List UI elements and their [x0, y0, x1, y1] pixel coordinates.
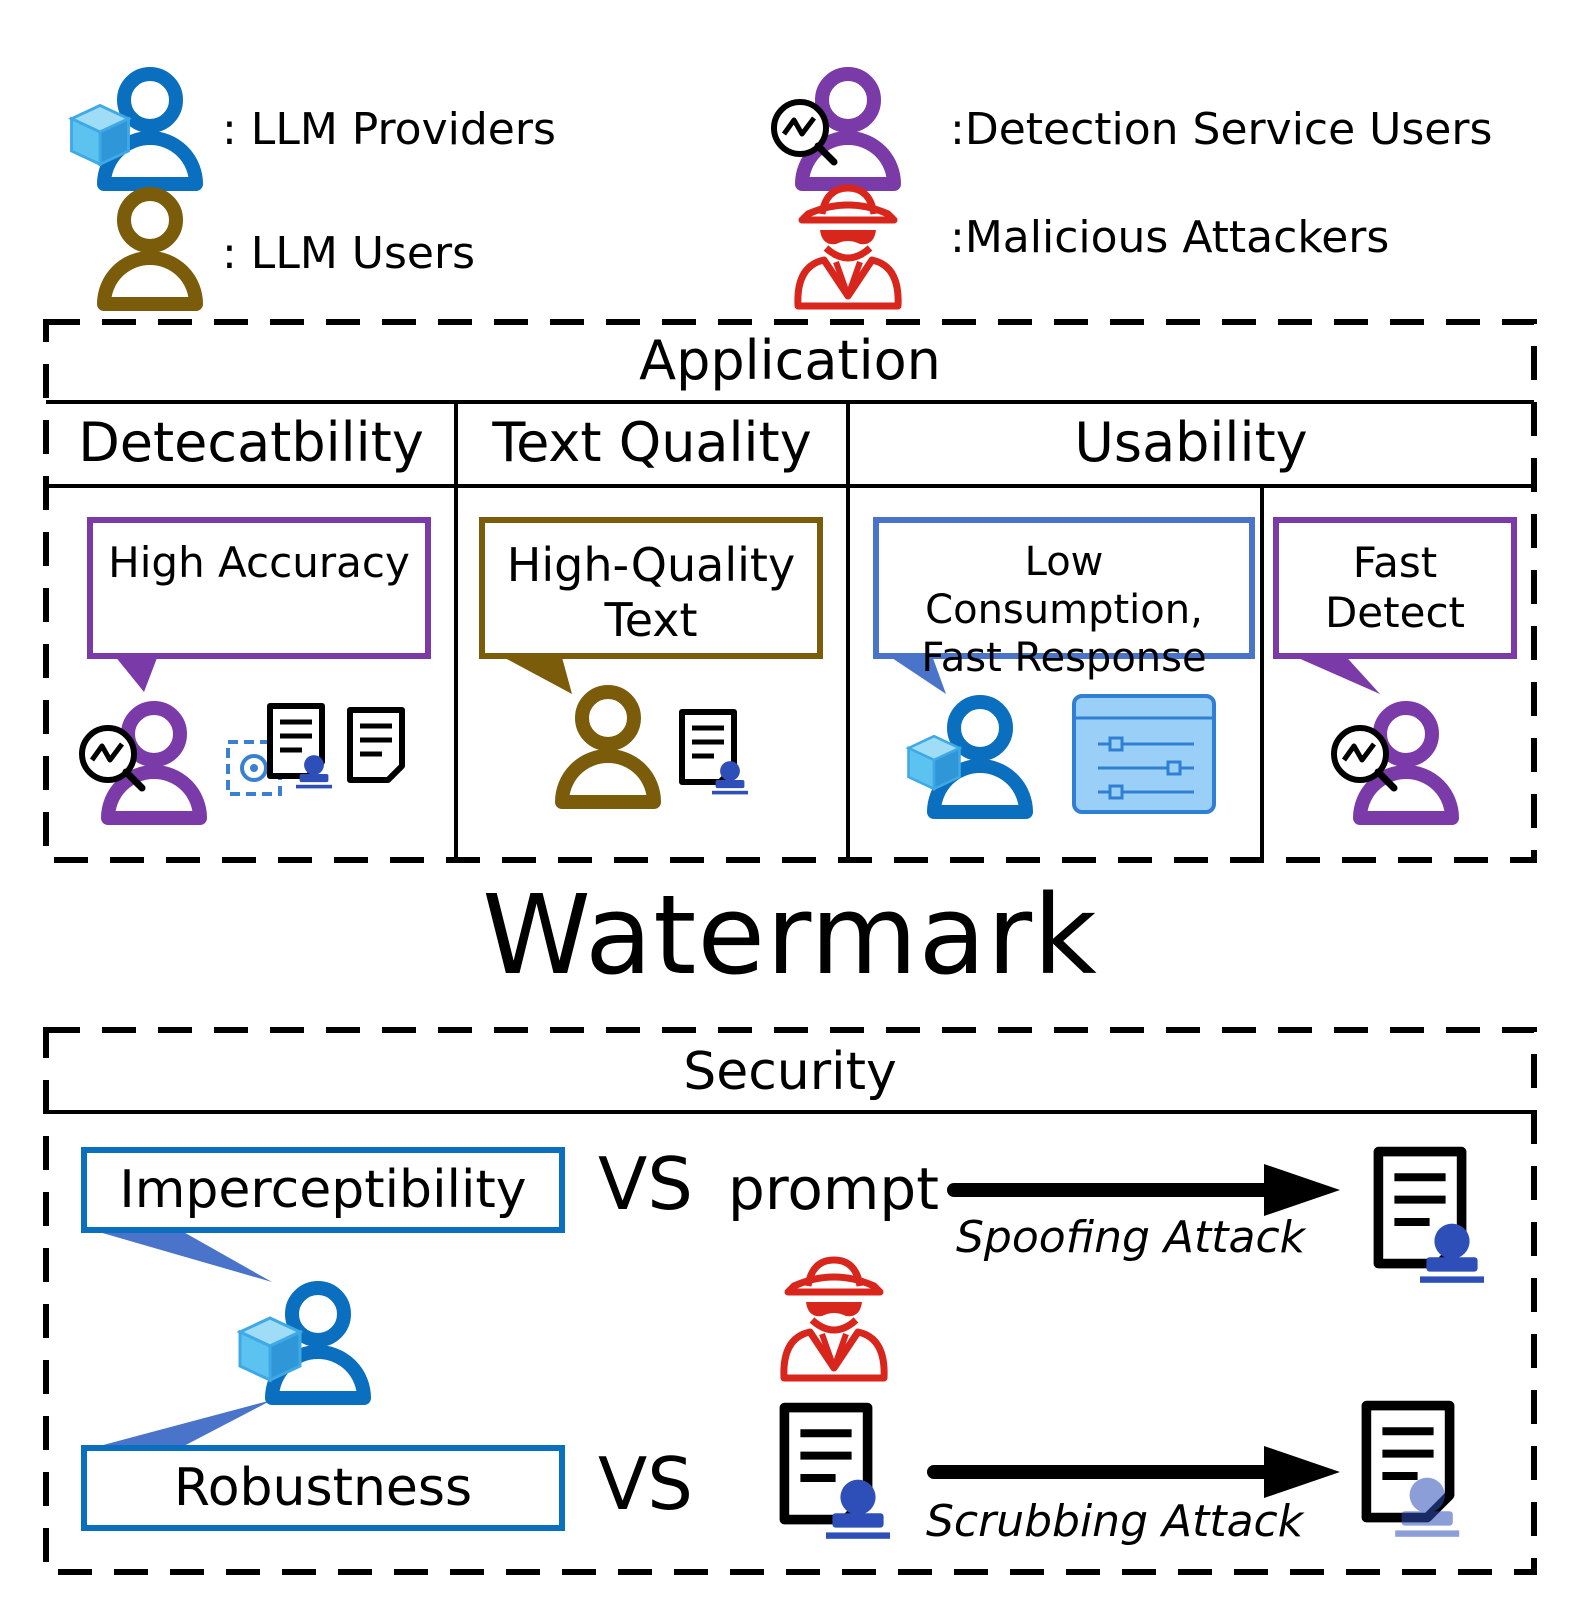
- document-icon: [350, 710, 402, 780]
- application-box: [43, 319, 1537, 863]
- watermark-title: Watermark: [482, 871, 1098, 999]
- detection-user-icon: [82, 708, 200, 818]
- application-title: Application: [639, 329, 941, 392]
- spoofing-attack-label: Spoofing Attack: [956, 1212, 1306, 1263]
- low-consumption-bubble: [873, 517, 1255, 694]
- scrubbing-arrow: [927, 1446, 1340, 1498]
- legend-malicious-attackers: :Malicious Attackers: [950, 212, 1390, 263]
- legend-detection-users: :Detection Service Users: [950, 104, 1493, 155]
- scrubbed-doc-icon: [1366, 1406, 1460, 1537]
- attacker-icon: [784, 1260, 884, 1378]
- imperceptibility-box: [81, 1147, 565, 1233]
- llm-user-legend-icon: [104, 194, 196, 304]
- security-title: Security: [683, 1042, 897, 1102]
- llm-provider-icon: [907, 702, 1027, 812]
- security-box: [43, 1027, 1537, 1575]
- fast-detect-text: Fast Detect: [1324, 538, 1466, 638]
- high-accuracy-text: High Accuracy: [108, 538, 410, 587]
- llm-provider-legend-icon: [70, 74, 197, 184]
- spoofing-arrow: [947, 1164, 1340, 1216]
- stamped-doc-icon: [682, 712, 748, 795]
- legend-llm-providers: : LLM Providers: [222, 104, 556, 155]
- usability-header: Usability: [1074, 411, 1308, 474]
- stamped-doc-icon: [270, 706, 332, 789]
- spoofed-doc-icon: [1378, 1152, 1484, 1283]
- high-accuracy-bubble: [87, 517, 431, 692]
- detection-user-icon: [1334, 708, 1452, 818]
- llm-provider-icon: [238, 1288, 364, 1398]
- imperceptibility-label: Imperceptibility: [119, 1160, 527, 1220]
- vs-prompt-label: VS: [598, 1142, 693, 1226]
- fast-detect-bubble: [1273, 517, 1517, 694]
- legend-llm-users: : LLM Users: [222, 228, 475, 279]
- llm-user-icon: [562, 692, 654, 802]
- text-quality-header: Text Quality: [492, 411, 812, 474]
- robustness-label: Robustness: [173, 1458, 473, 1518]
- detection-user-legend-icon: [774, 74, 894, 184]
- target-scan-icon: [226, 740, 282, 796]
- prompt-label: prompt: [728, 1155, 939, 1223]
- low-consumption-text: Low Consumption, Fast Response: [921, 539, 1207, 681]
- attacker-legend-icon: [798, 188, 898, 306]
- watermarked-doc-icon: [784, 1408, 890, 1539]
- settings-panel-icon: [1072, 694, 1216, 814]
- scrubbing-attack-label: Scrubbing Attack: [926, 1496, 1304, 1547]
- detectability-header: Detecatbility: [78, 411, 424, 474]
- high-quality-bubble: [479, 517, 823, 694]
- high-quality-text: High-Quality Text: [506, 538, 796, 648]
- vs-label: VS: [598, 1442, 693, 1526]
- robustness-box: [81, 1445, 565, 1531]
